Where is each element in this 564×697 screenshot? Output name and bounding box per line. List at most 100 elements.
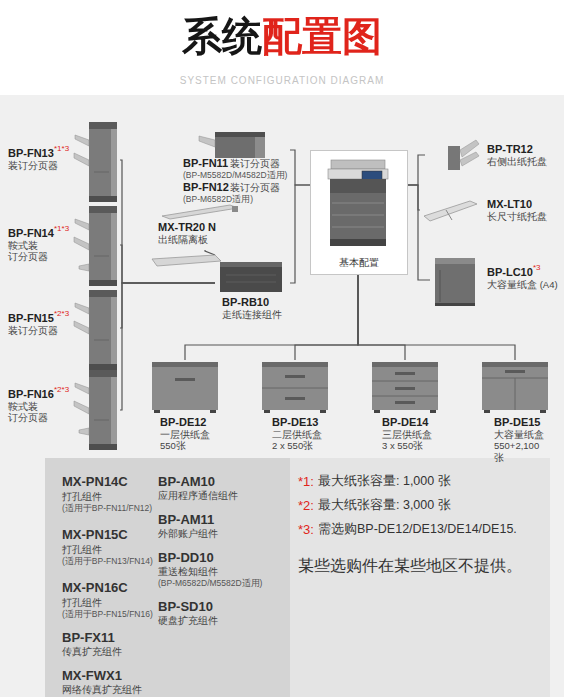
paper-drawer-illustration-part	[264, 410, 270, 413]
part-description: 鞍式装 订分页器	[8, 401, 48, 424]
connector-line	[408, 155, 425, 185]
right-tray-illustration-part	[460, 140, 479, 157]
box-label: 基本配置	[311, 257, 407, 269]
connector-line	[120, 283, 215, 410]
option-part-number: BP-AM10	[158, 474, 215, 490]
right-tray-illustration	[448, 140, 479, 170]
separator-tray-illustration-part	[162, 205, 238, 219]
part-number: BP-FN14	[8, 227, 54, 240]
bridge-unit-illustration-part	[226, 282, 276, 283]
part-description: 三层供纸盒 3 x 550张	[382, 429, 434, 452]
part-description: 装订分页器	[8, 325, 58, 336]
device-node: BP-TR12右侧出纸托盘	[425, 135, 560, 175]
device-node: BP-FN13*1*3 装订分页器	[8, 120, 120, 200]
paper-drawer-illustration-part	[175, 378, 195, 381]
device-node: BP-FN14*1*3鞍式装 订分页器	[8, 205, 120, 285]
part-number: BP-FN13	[8, 147, 54, 160]
option-description: 打孔组件	[62, 544, 102, 555]
option-part-number: MX-PN16C	[62, 580, 128, 596]
paper-drawer-illustration-part	[320, 410, 326, 413]
part-number: BP-DE13	[272, 416, 318, 429]
part-description: 装订分页器	[230, 158, 280, 169]
separator-tray-illustration	[152, 205, 238, 266]
title-wrap: 系统配置图	[0, 12, 564, 60]
paper-drawer-illustration-part	[262, 388, 328, 389]
paper-drawer-illustration-part	[395, 401, 415, 404]
inner-finisher-illustration	[199, 132, 265, 158]
option-part-number: MX-PN14C	[62, 474, 128, 490]
connector-line	[205, 250, 215, 255]
option-part-number: BP-FX11	[62, 630, 115, 646]
base-config-box: 基本配置	[310, 150, 408, 275]
option-description: 打孔组件	[62, 491, 102, 502]
part-number: BP-FN11	[183, 157, 228, 170]
device-node: BP-FN15*2*3 装订分页器	[8, 290, 120, 368]
large-cassette-illustration-part	[435, 258, 475, 264]
paper-drawer-illustration-part	[505, 370, 525, 373]
paper-drawer-illustration-part	[372, 362, 438, 367]
option-part-number: BP-SD10	[158, 599, 213, 615]
connector-line	[290, 150, 310, 185]
paper-drawer-illustration-part	[152, 362, 218, 367]
paper-drawer-illustration-part	[515, 378, 516, 410]
paper-drawer-illustration-part	[285, 375, 305, 378]
part-number: BP-FN12	[183, 181, 229, 194]
option-part-number: MX-FWX1	[62, 668, 122, 684]
footnote-text: 最大纸张容量: 3,000 张	[318, 498, 451, 513]
paper-drawer-illustration-part	[372, 381, 438, 382]
inner-finisher-illustration-part	[255, 137, 265, 158]
connector-line	[120, 283, 215, 328]
paper-drawer-illustration-part	[482, 362, 548, 410]
part-description: 大容量纸盒 (A4)	[487, 279, 558, 290]
device-node: BP-FN11装订分页器(BP-M5582D/M4582D适用)BP-FN12装…	[180, 125, 290, 205]
part-description: 长尺寸纸托盘	[487, 211, 547, 222]
device-node: MX-LT10长尺寸纸托盘	[420, 190, 560, 230]
separator-tray-illustration-part	[152, 255, 221, 266]
large-cassette-illustration	[435, 258, 475, 306]
long-tray-illustration	[424, 201, 477, 221]
applicability-note: (适用于BP-FN15/FN16)	[62, 609, 153, 619]
bridge-unit-illustration-part	[220, 262, 282, 267]
part-description: 二层供纸盒 2 x 550张	[272, 429, 324, 452]
diagram-subtitle: SYSTEM CONFIGURATION DIAGRAM	[180, 75, 385, 86]
part-description: 出纸隔离板	[158, 234, 208, 245]
separator-tray-illustration-part	[232, 206, 238, 212]
paper-drawer-illustration-part	[210, 410, 216, 413]
notice-text: 某些选购件在某些地区不提供。	[298, 556, 522, 575]
connector-line	[408, 185, 430, 280]
footnote-mark: *2*3	[54, 309, 69, 319]
paper-drawer-illustration	[152, 362, 548, 413]
applicability-note: (BP-M5582D/M4582D适用)	[183, 170, 287, 180]
part-number: BP-LC10	[487, 266, 533, 279]
paper-drawer-illustration-part	[154, 410, 160, 413]
part-description: 装订分页器	[230, 182, 280, 193]
part-number: BP-FN15	[8, 312, 54, 325]
large-cassette-illustration-part	[435, 258, 475, 306]
footnote-mark: *1*3	[54, 144, 69, 154]
applicability-note: (BP-M6582D适用)	[183, 194, 253, 204]
paper-drawer-illustration-part	[262, 362, 328, 410]
option-description: 应用程序通信组件	[158, 490, 238, 501]
caption-wrap: SYSTEM CONFIGURATION DIAGRAM	[0, 70, 564, 88]
footnote-mark: *3:	[298, 522, 314, 538]
inner-finisher-illustration-part	[215, 132, 265, 158]
part-number: BP-DE14	[382, 416, 428, 429]
device-node: BP-RB10走纸连接组件	[215, 255, 290, 321]
paper-drawer-illustration-part	[395, 387, 415, 390]
part-description: 装订分页器	[8, 160, 58, 171]
paper-drawer-illustration-part	[395, 372, 415, 375]
bridge-unit-illustration	[220, 262, 282, 292]
paper-drawer-illustration-part	[372, 396, 438, 397]
finisher-illustration-part	[74, 206, 117, 286]
part-number: BP-TR12	[487, 143, 533, 156]
option-description: 外部账户组件	[158, 528, 218, 539]
right-tray-illustration-part	[448, 146, 460, 170]
paper-drawer-illustration-part	[540, 410, 546, 413]
applicability-note: (适用于BP-FN13/FN14)	[62, 556, 153, 566]
applicability-note: (适用于BP-FN11/FN12)	[62, 503, 152, 513]
part-description: 走纸连接组件	[222, 309, 282, 320]
part-description: 鞍式装 订分页器	[8, 240, 48, 263]
footnote-mark: *2*3	[54, 385, 69, 395]
option-description: 传真扩充组件	[62, 646, 122, 657]
